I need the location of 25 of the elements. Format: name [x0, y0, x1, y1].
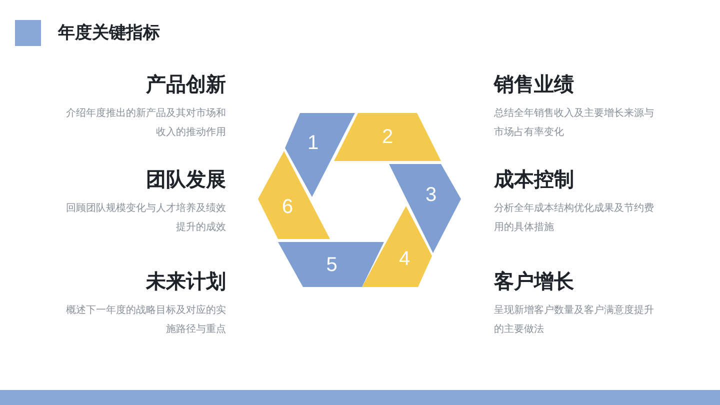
hexagon-segment: [258, 151, 330, 239]
hexagon-segment: [334, 113, 441, 161]
hexagon-segment: [362, 206, 432, 287]
section-description: 回顾团队规模变化与人才培养及绩效提升的成效: [65, 202, 226, 235]
segment-number: 4: [398, 248, 410, 270]
section-heading: 成本控制: [494, 168, 575, 193]
segment-number: 2: [382, 126, 394, 148]
section-heading: 客户增长: [494, 270, 575, 295]
section-heading: 团队发展: [145, 168, 226, 193]
hexagon-segment: [285, 113, 355, 197]
hexagon-segment: [278, 242, 384, 287]
section-description: 呈现新增客户数量及客户满意度提升的主要做法: [494, 304, 655, 337]
section-description: 分析全年成本结构优化成果及节约费用的具体措施: [494, 202, 655, 235]
segment-number: 6: [282, 196, 294, 218]
section-description: 概述下一年度的战略目标及对应的实施路径与重点: [65, 304, 226, 337]
hexagon-segment: [389, 164, 461, 253]
section-heading: 销售业绩: [494, 73, 575, 98]
segment-number: 3: [425, 184, 437, 206]
slide-title: 年度关键指标: [58, 22, 160, 44]
section-heading: 产品创新: [144, 72, 226, 98]
segment-number: 1: [307, 132, 319, 154]
segment-number: 5: [326, 254, 338, 276]
section-heading: 未来计划: [144, 270, 226, 295]
section-description: 总结全年销售收入及主要增长来源与市场占有率变化: [494, 106, 655, 140]
section-description: 介绍年度推出的新产品及其对市场和收入的推动作用: [65, 106, 226, 140]
